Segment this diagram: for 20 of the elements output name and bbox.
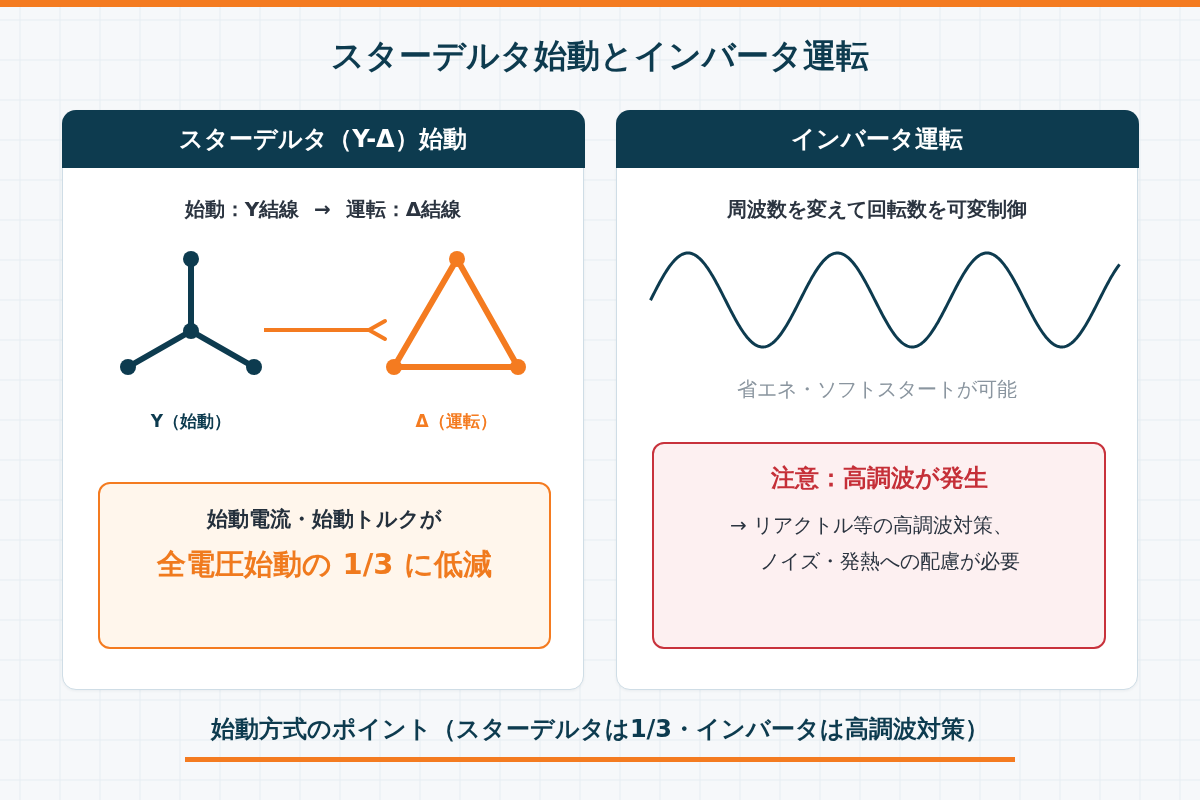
delta-connection-symbol	[385, 250, 527, 376]
warning-box	[652, 442, 1106, 649]
panel-header: インバータ運転	[615, 109, 1139, 168]
wye-connection-symbol	[118, 250, 264, 377]
box-text: 始動電流・始動トルクが	[205, 506, 443, 533]
symbol-caption: Δ（運転）	[414, 410, 498, 433]
caption: 始動方式のポイント（スターデルタは1/3・インバータは高調波対策）	[209, 714, 991, 745]
panel-card	[62, 110, 584, 690]
warning-text: → リアクトル等の高調波対策、ノイズ・発熱への配慮が必要	[730, 512, 1021, 575]
highlight-box	[98, 482, 551, 649]
connector-line	[264, 319, 387, 341]
highlight-text: 全電圧始動の 1/3 に低減	[156, 546, 493, 583]
panel-subheading: 始動：Y結線 → 運転：Δ結線	[183, 196, 463, 222]
panel-card	[616, 110, 1138, 690]
panel-note: 省エネ・ソフトスタートが可能	[736, 376, 1018, 402]
warning-title: 注意：高調波が発生	[769, 463, 989, 493]
panel-header: スターデルタ（Y-Δ）始動	[61, 109, 585, 168]
diagram-title: スターデルタ始動とインバータ運転	[330, 35, 870, 77]
panel-subheading: 周波数を変えて回転数を可変制御	[726, 196, 1028, 222]
symbol-caption: Y（始動）	[149, 410, 233, 433]
